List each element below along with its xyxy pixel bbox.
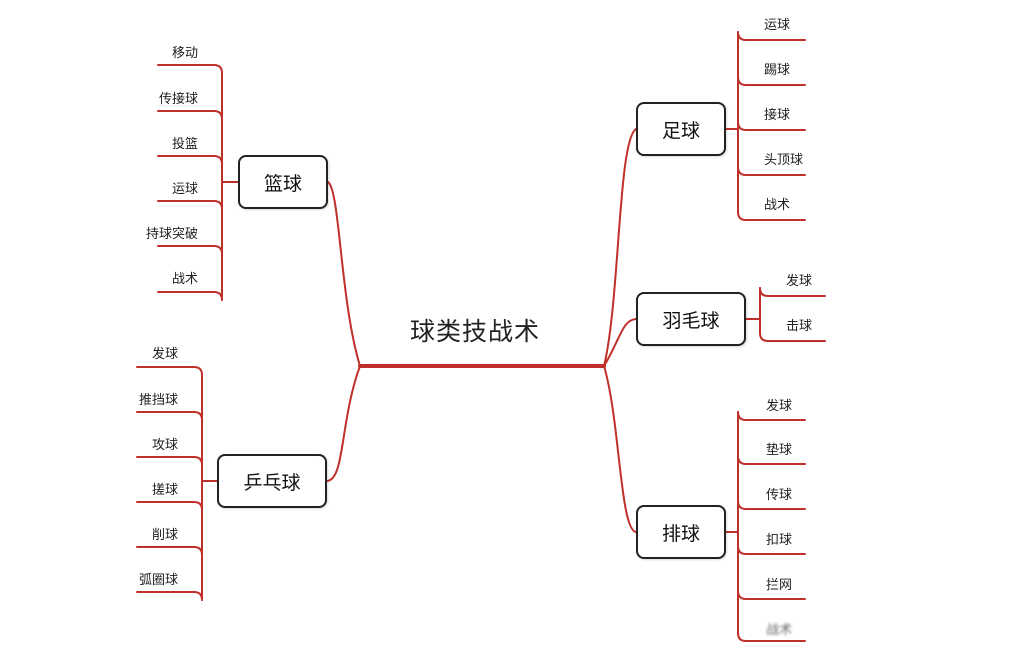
connector-basketball [327, 181, 361, 367]
bracket-pingpong-underline-3 [136, 456, 203, 466]
branch-basketball: 篮球 [238, 155, 328, 209]
bracket-football-underline-4 [737, 166, 806, 176]
bracket-basketball-underline-1 [157, 64, 223, 74]
bracket-pingpong-underline-1 [136, 366, 203, 376]
leaf-basketball-4: 运球 [171, 182, 198, 197]
leaf-football-1: 运球 [764, 18, 791, 33]
bracket-badminton-underline-1 [759, 287, 826, 297]
leaf-football-4: 头顶球 [764, 153, 804, 168]
leaf-pingpong-5: 削球 [151, 528, 178, 543]
leaf-basketball-1: 移动 [171, 46, 198, 61]
leaf-pingpong-2: 推挡球 [138, 393, 178, 408]
leaf-volleyball-1: 发球 [766, 399, 793, 414]
leaf-volleyball-4: 扣球 [766, 533, 793, 548]
leaf-football-5: 战术 [764, 198, 791, 213]
bracket-pingpong-underline-5 [136, 546, 203, 556]
leaf-football-3: 接球 [764, 108, 791, 123]
leaf-volleyball-6: 战术 [766, 623, 793, 638]
connector-football [603, 128, 637, 367]
leaf-pingpong-3: 攻球 [151, 438, 178, 453]
central-topic: 球类技战术 [410, 317, 541, 346]
branch-football: 足球 [636, 102, 726, 156]
bracket-pingpong-underline-4 [136, 501, 203, 511]
leaf-pingpong-4: 搓球 [151, 483, 178, 498]
bracket-volleyball-underline-6 [737, 632, 806, 642]
bracket-football-underline-1 [737, 31, 806, 41]
bracket-basketball-underline-5 [157, 245, 223, 255]
bracket-basketball-underline-2 [157, 110, 223, 120]
bracket-pingpong-underline-6 [136, 591, 203, 601]
leaf-pingpong-6: 弧圈球 [138, 573, 178, 588]
leaf-basketball-6: 战术 [171, 272, 198, 287]
bracket-basketball-underline-3 [157, 155, 223, 165]
bracket-football-underline-3 [737, 121, 806, 131]
bracket-badminton-underline-2 [759, 332, 826, 342]
bracket-pingpong-underline-2 [136, 411, 203, 421]
leaf-pingpong-1: 发球 [151, 347, 178, 362]
leaf-badminton-1: 发球 [786, 274, 813, 289]
leaf-volleyball-2: 垫球 [766, 443, 793, 458]
bracket-basketball-underline-4 [157, 200, 223, 210]
connector-pingpong [326, 365, 361, 482]
bracket-football-underline-5 [737, 211, 806, 221]
connector-volleyball [603, 365, 637, 533]
leaf-volleyball-3: 传球 [766, 488, 793, 503]
connector-badminton [603, 318, 637, 367]
bracket-basketball-underline-6 [157, 291, 223, 301]
branch-pingpong: 乒乓球 [217, 454, 327, 508]
leaf-basketball-2: 传接球 [158, 92, 198, 107]
branch-badminton: 羽毛球 [636, 292, 746, 346]
leaf-football-2: 踢球 [764, 63, 791, 78]
leaf-basketball-5: 持球突破 [145, 227, 198, 242]
branch-volleyball: 排球 [636, 505, 726, 559]
bracket-football-underline-2 [737, 76, 806, 86]
leaf-basketball-3: 投篮 [171, 137, 198, 152]
leaf-volleyball-5: 拦网 [766, 578, 793, 593]
leaf-badminton-2: 击球 [786, 319, 813, 334]
